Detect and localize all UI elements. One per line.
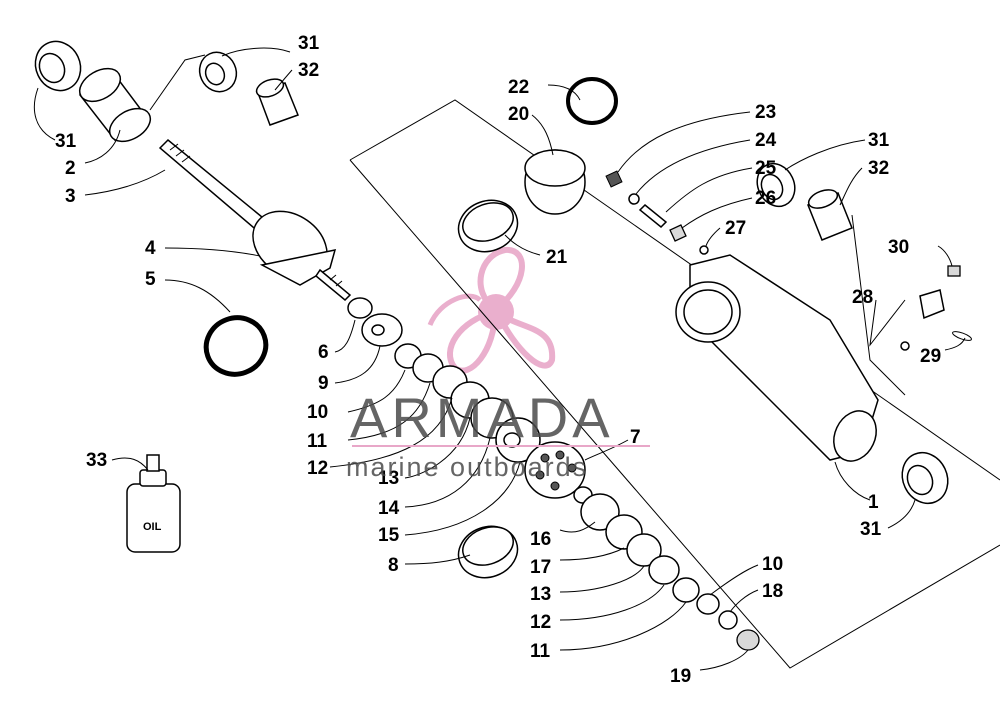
part-4-piston-head: [252, 210, 352, 302]
part-31-bushing-bottom: [901, 451, 949, 505]
part-33-oil-bottle: OIL: [126, 454, 181, 553]
part-22-o-ring: [566, 77, 618, 125]
callout-30: 30: [888, 237, 909, 258]
callout-1: 1: [868, 492, 879, 513]
watermark-brand: ARMADA: [350, 386, 614, 449]
callout-23: 23: [755, 102, 776, 123]
callout-11: 11: [307, 431, 328, 452]
washer-stack: [347, 297, 541, 463]
callout-14: 14: [378, 498, 400, 519]
part-20-cap: [524, 149, 586, 215]
callout-19: 19: [670, 666, 691, 687]
callout-18: 18: [762, 581, 783, 602]
callout-29: 29: [920, 346, 941, 367]
callout-32: 32: [868, 158, 889, 179]
callout-7: 7: [630, 427, 641, 448]
callout-9: 9: [318, 373, 329, 394]
callout-12: 12: [307, 458, 328, 479]
part-8-ring: [457, 525, 519, 579]
part-32-bushing-top: [255, 78, 299, 126]
callout-13: 13: [378, 468, 399, 489]
parts-28-30: [900, 265, 972, 351]
leader-lines: [33, 47, 966, 671]
callout-31: 31: [55, 131, 77, 152]
callout-8: 8: [388, 555, 399, 576]
callouts: 31 32 31 2 3 4 5 6 9 10 11 12 13 14 15 8…: [55, 33, 941, 687]
oil-bottle-label: OIL: [143, 521, 162, 533]
armada-logo: [427, 247, 556, 374]
part-31-bushing-right: [756, 162, 796, 208]
callout-28: 28: [852, 287, 873, 308]
callout-17: 17: [530, 557, 551, 578]
callout-16: 16: [530, 529, 551, 550]
callout-10: 10: [762, 554, 783, 575]
small-parts: [605, 170, 709, 255]
part-32-bushing-right: [807, 189, 853, 241]
callout-26: 26: [755, 188, 776, 209]
callout-31: 31: [298, 33, 320, 54]
callout-15: 15: [378, 525, 400, 546]
callout-2: 2: [65, 158, 76, 179]
callout-25: 25: [755, 158, 777, 179]
callout-4: 4: [145, 238, 156, 259]
callout-3: 3: [65, 186, 76, 207]
callout-13: 13: [530, 584, 551, 605]
callout-32: 32: [298, 60, 319, 81]
callout-10: 10: [307, 402, 328, 423]
callout-22: 22: [508, 77, 529, 98]
washer-stack-lower: [580, 493, 760, 651]
callout-6: 6: [318, 342, 329, 363]
callout-11: 11: [530, 641, 551, 662]
part-21-ring: [457, 199, 519, 253]
callout-31: 31: [868, 130, 890, 151]
part-31-bushing-top: [198, 51, 238, 93]
callout-24: 24: [755, 130, 777, 151]
callout-20: 20: [508, 104, 529, 125]
callout-27: 27: [725, 218, 746, 239]
callout-12: 12: [530, 612, 551, 633]
part-31-bushing-top-left: [34, 40, 82, 92]
part-2-sleeve: [78, 67, 152, 143]
callout-33: 33: [86, 450, 107, 471]
callout-31: 31: [860, 519, 882, 540]
part-1-cylinder: [675, 254, 879, 462]
watermark-tagline: marine outboards: [346, 452, 588, 482]
part-5-o-ring: [203, 315, 269, 377]
callout-5: 5: [145, 269, 156, 290]
callout-21: 21: [546, 247, 568, 268]
